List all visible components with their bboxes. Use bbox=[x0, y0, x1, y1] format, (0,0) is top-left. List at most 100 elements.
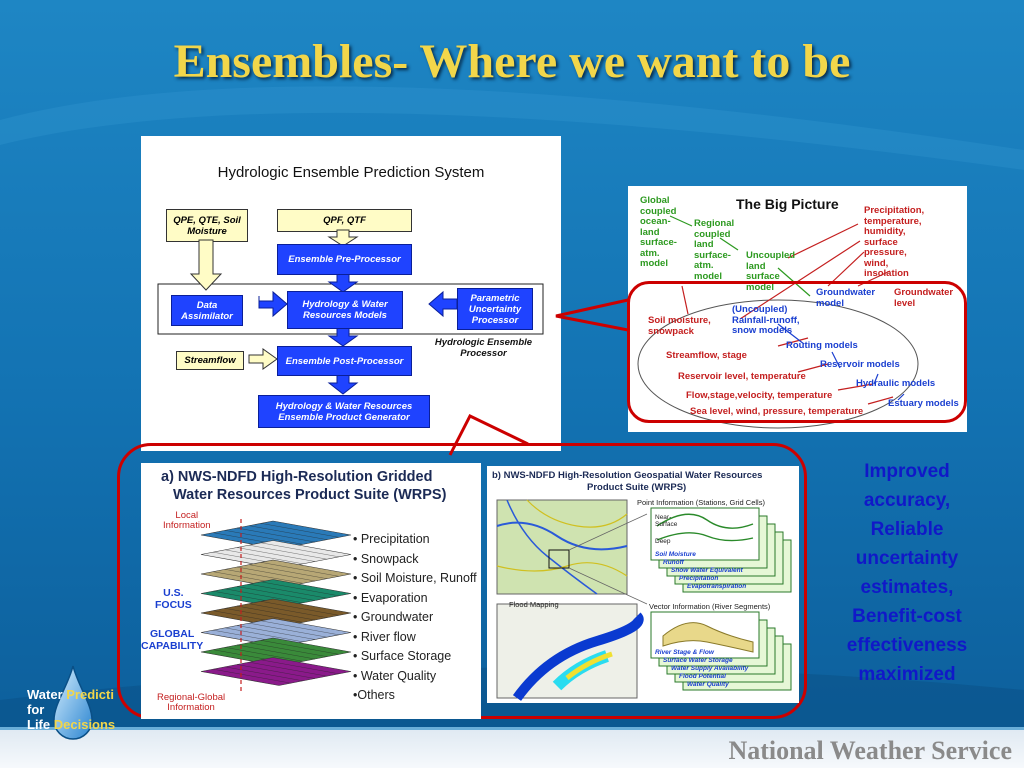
layer-grid-line bbox=[236, 625, 316, 640]
point-info-label: Point Information (Stations, Grid Cells) bbox=[637, 498, 765, 507]
reservoir-models-label: Reservoir models bbox=[820, 359, 900, 370]
layer-grid-line bbox=[248, 525, 328, 540]
layer-grid-line bbox=[260, 523, 340, 538]
vector-stack-label-2: Water Supply Availability bbox=[671, 665, 749, 672]
benefits-line-7: maximized bbox=[858, 664, 956, 685]
layer-grid-line bbox=[236, 527, 316, 543]
layer-grid-line bbox=[224, 666, 304, 681]
global-capability-l2: CAPABILITY bbox=[141, 640, 204, 652]
forcings-label: Precipitation,temperature,humidity,surfa… bbox=[864, 205, 924, 280]
benefits-line-0: Improved bbox=[864, 461, 950, 482]
point-stack-label-1: Runoff bbox=[663, 559, 684, 566]
layer-grid-line bbox=[212, 669, 292, 684]
forcings-line-3: surface bbox=[864, 236, 898, 248]
layer-grid-line bbox=[260, 562, 340, 577]
layer-grid-line bbox=[236, 605, 316, 621]
hydrology-models-box: Hydrology & Water Resources Models bbox=[287, 291, 403, 329]
wrps-geospatial-panel: b) NWS-NDFD High-Resolution Geospatial W… bbox=[487, 466, 799, 703]
sea-level-label: Sea level, wind, pressure, temperature bbox=[690, 406, 864, 417]
global-model-line-0: Global bbox=[640, 195, 670, 206]
big-picture-callout bbox=[627, 281, 967, 423]
big-picture-arrows bbox=[637, 215, 919, 429]
flood-mapping-label: Flood Mapping bbox=[509, 600, 559, 609]
us-focus-l1: U.S. bbox=[163, 587, 184, 599]
river-stage-band bbox=[662, 622, 754, 653]
layer-grid-line bbox=[260, 640, 340, 655]
layer-label-5: • River flow bbox=[353, 629, 416, 644]
logo-for: for bbox=[27, 702, 45, 717]
wrps-b-title-2: Product Suite (WRPS) bbox=[587, 482, 687, 493]
layer-grid-line bbox=[236, 586, 316, 601]
layer-grid-line bbox=[248, 545, 328, 560]
forcings-line-1: temperature, bbox=[864, 215, 922, 227]
layer-label-3: • Evaporation bbox=[353, 590, 428, 605]
vector-stack-label-4: Water Quality bbox=[687, 681, 729, 688]
soil-moisture-curve-0 bbox=[656, 513, 754, 529]
near-surface-l2: Surface bbox=[655, 521, 678, 528]
wrps-a-title-2: Water Resources Product Suite (WRPS) bbox=[173, 487, 447, 503]
groundwater-level-line-1: level bbox=[894, 297, 916, 309]
ensemble-postprocessor-box: Ensemble Post-Processor bbox=[277, 346, 412, 376]
layer-label-8: •Others bbox=[353, 688, 395, 702]
layer-grid-line bbox=[248, 564, 328, 579]
layer-grid-line bbox=[224, 627, 304, 642]
layer-grid-line bbox=[248, 662, 328, 677]
benefits-line-1: accuracy, bbox=[863, 490, 951, 511]
deep-label: Deep bbox=[655, 538, 671, 545]
point-stack-label-3: Precipitation bbox=[679, 575, 719, 582]
logo-predicti: Predicti bbox=[66, 687, 114, 702]
streamflow-stage-label: Streamflow, stage bbox=[666, 350, 747, 361]
near-surface-label: Near-Surface bbox=[655, 514, 677, 528]
soil-moisture-curve-1 bbox=[656, 532, 754, 542]
heps-title: Hydrologic Ensemble Prediction System bbox=[217, 164, 485, 181]
benefits-line-6: effectiveness bbox=[846, 635, 968, 656]
layer-grid-line bbox=[260, 659, 340, 674]
local-info-l2: Information bbox=[163, 520, 211, 531]
forcings-line-5: wind, bbox=[864, 257, 889, 269]
heps-connectors bbox=[157, 229, 544, 395]
global-model-line-4: surface- bbox=[640, 237, 677, 248]
uncoupled-model-line-1: land bbox=[746, 260, 766, 272]
point-stack-label-4: Evapotranspiration bbox=[687, 583, 747, 590]
logo-line3: Life Decisions bbox=[27, 717, 115, 732]
regional-model-line-0: Regional bbox=[694, 218, 735, 229]
ensemble-preprocessor-box: Ensemble Pre-Processor bbox=[277, 244, 412, 275]
layer-grid-line bbox=[248, 623, 328, 638]
footer-nws: National Weather Service bbox=[728, 736, 1012, 765]
rainfall-runoff-line-0: (Uncoupled) bbox=[732, 304, 788, 315]
rainfall-runoff-line-2: snow models bbox=[732, 325, 793, 336]
layer-grid-line bbox=[224, 549, 304, 564]
layer-label-1: • Snowpack bbox=[353, 551, 419, 566]
soil-moisture-line-1: snowpack bbox=[648, 325, 694, 337]
uncoupled-model-line-3: model bbox=[746, 281, 774, 293]
wrps-a-title-1: a) NWS-NDFD High-Resolution Gridded bbox=[161, 469, 433, 485]
layer-grid-line bbox=[224, 608, 304, 623]
wrps-b-title-1: b) NWS-NDFD High-Resolution Geospatial W… bbox=[492, 470, 763, 481]
us-focus-l2: FOCUS bbox=[155, 599, 192, 611]
logo-water: Water bbox=[27, 687, 63, 702]
layer-grid-line bbox=[236, 644, 316, 660]
rainfall-runoff-line-1: Rainfall-runoff, bbox=[732, 314, 800, 326]
forcings-line-2: humidity, bbox=[864, 226, 906, 237]
wrps-b-graphics bbox=[496, 499, 792, 701]
layer-stack bbox=[200, 519, 352, 691]
groundwater-model-line-1: model bbox=[816, 297, 844, 309]
layer-grid-line bbox=[224, 530, 304, 545]
us-focus-label: U.S.FOCUS bbox=[155, 587, 192, 611]
global-capability-l1: GLOBAL bbox=[149, 628, 195, 640]
vector-stack-label-1: Surface Water Storage bbox=[663, 657, 733, 664]
global-model-line-5: atm. bbox=[640, 247, 660, 259]
benefits-line-4: estimates, bbox=[860, 577, 954, 598]
forcings-line-4: pressure, bbox=[864, 247, 907, 258]
layer-label-4: • Groundwater bbox=[353, 610, 434, 624]
point-stack-label-0: Soil Moisture bbox=[655, 551, 696, 558]
vector-info-label: Vector Information (River Segments) bbox=[649, 602, 771, 611]
data-assimilator-box: Data Assimilator bbox=[171, 295, 243, 326]
layer-grid-line bbox=[248, 603, 328, 618]
heps-diagram: Hydrologic Ensemble Prediction System QP… bbox=[141, 136, 561, 451]
